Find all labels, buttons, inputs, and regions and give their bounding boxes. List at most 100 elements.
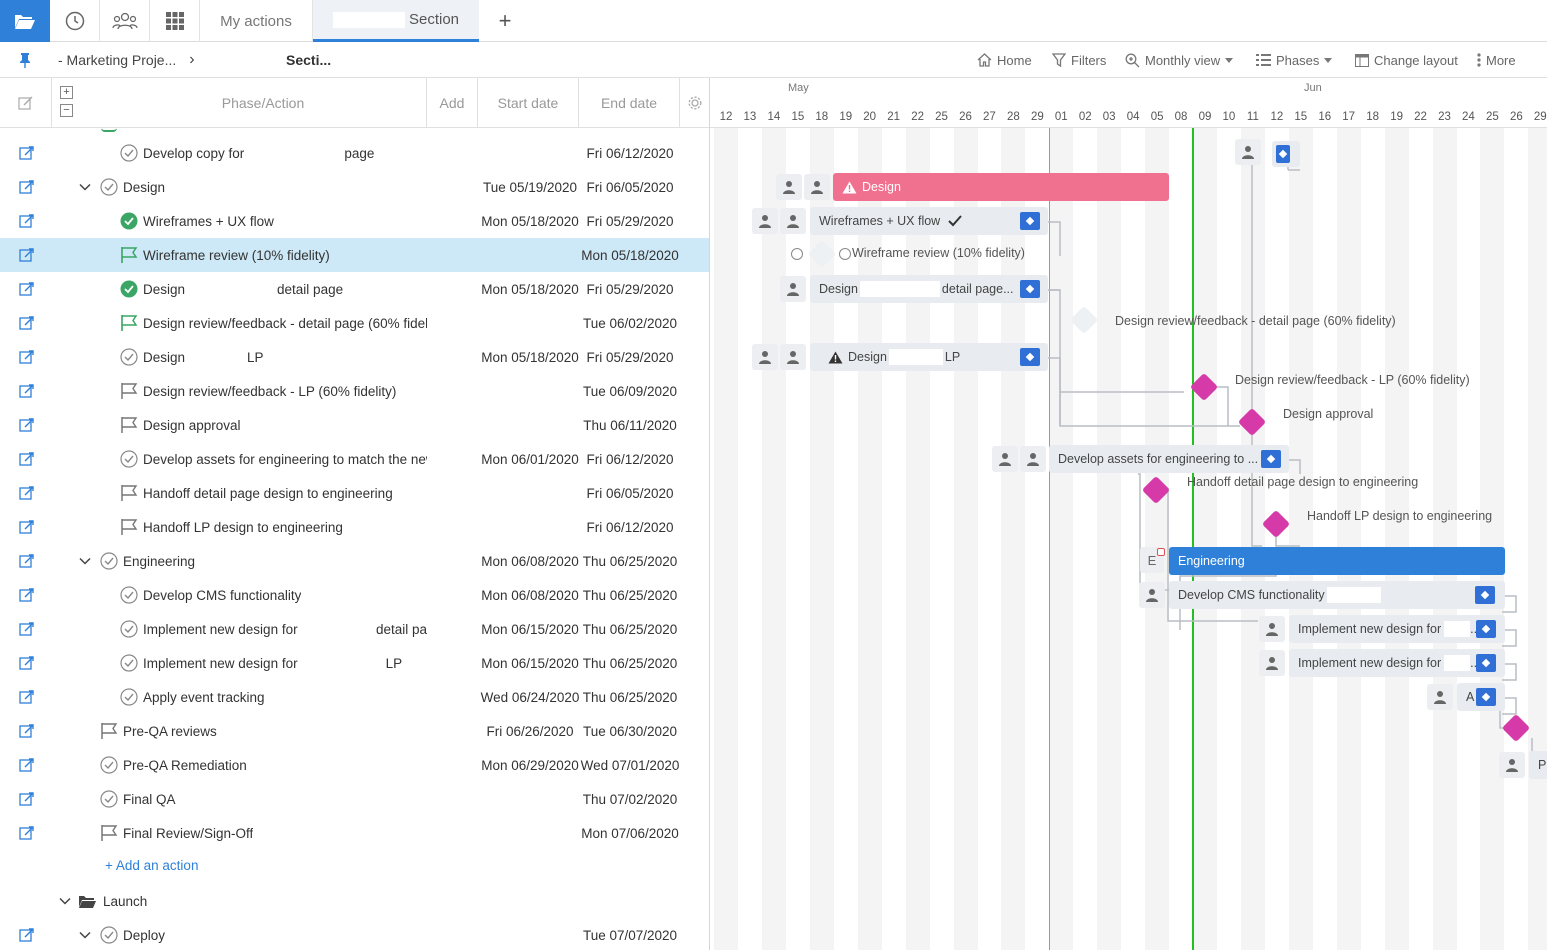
- end-date[interactable]: Tue 06/09/2020: [582, 383, 678, 399]
- action-name-cell[interactable]: Design review/feedback - LP (60% fidelit…: [143, 374, 396, 408]
- edit-icon[interactable]: [19, 179, 35, 195]
- edit-icon[interactable]: [19, 451, 35, 467]
- action-name-cell[interactable]: Develop CMS functionality: [143, 578, 301, 612]
- folder-tab-button[interactable]: [0, 0, 50, 42]
- start-date[interactable]: Mon 06/15/2020: [481, 621, 579, 637]
- action-name-cell[interactable]: Design: [123, 170, 165, 204]
- flag-icon[interactable]: [120, 382, 138, 400]
- end-date[interactable]: Fri 05/29/2020: [586, 213, 674, 229]
- start-date[interactable]: Mon 06/29/2020: [481, 757, 579, 773]
- end-date[interactable]: Mon 07/06/2020: [581, 825, 679, 841]
- gantt-bar-design-detail[interactable]: Design detail page...: [810, 275, 1048, 303]
- start-date[interactable]: Mon 05/18/2020: [481, 281, 579, 297]
- column-settings-button[interactable]: [680, 78, 709, 128]
- gantt-bar-pre-qa-remediation[interactable]: P: [1529, 751, 1547, 779]
- action-name-cell[interactable]: Handoff LP design to engineering: [143, 510, 343, 544]
- end-date[interactable]: Mon 05/18/2020: [581, 247, 679, 263]
- action-name-cell[interactable]: Handoff detail page design to engineerin…: [143, 476, 393, 510]
- tab-section[interactable]: Section: [313, 0, 479, 42]
- edit-icon[interactable]: [19, 315, 35, 331]
- radio-circle-icon[interactable]: [839, 248, 851, 260]
- radio-circle-icon[interactable]: [791, 248, 803, 260]
- start-date[interactable]: Mon 06/08/2020: [481, 553, 579, 569]
- breadcrumb-project[interactable]: - Marketing Proje...: [58, 52, 177, 68]
- edit-icon[interactable]: [19, 927, 35, 943]
- edit-icon[interactable]: [19, 485, 35, 501]
- chevron-down-icon[interactable]: [79, 181, 91, 193]
- check-circle-icon[interactable]: [120, 620, 138, 638]
- assignee-avatar[interactable]: [804, 174, 830, 200]
- check-circle-icon[interactable]: [100, 178, 118, 196]
- check-circle-icon[interactable]: [120, 450, 138, 468]
- action-name-cell[interactable]: Final QA: [123, 782, 176, 816]
- assignee-avatar[interactable]: [1259, 616, 1285, 642]
- filters-button[interactable]: Filters: [1052, 42, 1106, 78]
- action-name-cell[interactable]: Apply event tracking: [143, 680, 265, 714]
- check-circle-icon[interactable]: [120, 144, 138, 162]
- end-date[interactable]: Fri 05/29/2020: [586, 349, 674, 365]
- add-tab-button[interactable]: +: [479, 0, 531, 42]
- edit-icon[interactable]: [19, 281, 35, 297]
- start-date[interactable]: Mon 05/18/2020: [481, 213, 579, 229]
- edit-icon[interactable]: [19, 757, 35, 773]
- gantt-bar-develop-assets[interactable]: Develop assets for engineering to ...: [1049, 445, 1289, 473]
- edit-icon[interactable]: [19, 519, 35, 535]
- edit-icon[interactable]: [19, 825, 35, 841]
- start-date-header[interactable]: Start date: [478, 78, 579, 128]
- start-date[interactable]: [480, 782, 580, 816]
- start-date[interactable]: Mon 06/01/2020: [481, 451, 579, 467]
- assignee-avatar[interactable]: [780, 344, 806, 370]
- add-action-link[interactable]: + Add an action: [105, 858, 199, 873]
- start-date[interactable]: [480, 408, 580, 442]
- action-name-cell[interactable]: Design review/feedback - detail page (60…: [143, 306, 427, 340]
- assignee-avatar[interactable]: [1139, 582, 1165, 608]
- phase-action-header[interactable]: Phase/Action: [100, 78, 427, 128]
- edit-icon[interactable]: [19, 145, 35, 161]
- expand-all-icon[interactable]: +: [60, 86, 73, 99]
- gantt-bar-develop-copy[interactable]: [1272, 141, 1300, 167]
- bar-menu-button[interactable]: [1020, 348, 1040, 366]
- flag-icon[interactable]: [120, 416, 138, 434]
- edit-icon[interactable]: [19, 689, 35, 705]
- assignee-avatar[interactable]: [992, 446, 1018, 472]
- assignee-avatar[interactable]: [1235, 139, 1261, 165]
- apps-tab-button[interactable]: [150, 0, 200, 42]
- more-button[interactable]: More: [1477, 42, 1516, 78]
- gantt-bar-engineering[interactable]: Engineering: [1169, 547, 1505, 575]
- end-date[interactable]: Tue 06/30/2020: [582, 723, 678, 739]
- gantt-bar-wireframes[interactable]: Wireframes + UX flow: [810, 207, 1048, 235]
- end-date[interactable]: Wed 07/01/2020: [580, 757, 680, 773]
- start-date[interactable]: [480, 374, 580, 408]
- check-circle-done-icon[interactable]: [120, 280, 138, 298]
- start-date[interactable]: [480, 476, 580, 510]
- change-layout-button[interactable]: Change layout: [1355, 42, 1458, 78]
- check-circle-icon[interactable]: [100, 926, 118, 944]
- start-date[interactable]: Mon 05/18/2020: [481, 349, 579, 365]
- add-column-header[interactable]: Add: [427, 78, 478, 128]
- assignee-avatar[interactable]: [1259, 650, 1285, 676]
- phases-dropdown[interactable]: Phases: [1256, 42, 1333, 78]
- gantt-bar-design-phase[interactable]: Design: [833, 173, 1169, 201]
- check-circle-icon[interactable]: [120, 586, 138, 604]
- assignee-avatar[interactable]: [1427, 684, 1453, 710]
- collapse-all-icon[interactable]: −: [60, 104, 73, 117]
- end-date[interactable]: Fri 06/05/2020: [586, 179, 674, 195]
- assignee-avatar[interactable]: [780, 276, 806, 302]
- edit-icon[interactable]: [19, 417, 35, 433]
- flag-done-icon[interactable]: [120, 314, 138, 332]
- team-tab-button[interactable]: [100, 0, 150, 42]
- check-circle-icon[interactable]: [100, 552, 118, 570]
- gantt-bar-implement-detail[interactable]: Implement new design for ..: [1289, 615, 1505, 643]
- action-name-cell[interactable]: Final Review/Sign-Off: [123, 816, 253, 850]
- assignee-avatar[interactable]: [780, 208, 806, 234]
- gantt-bar-implement-lp[interactable]: Implement new design for ..: [1289, 649, 1505, 677]
- chevron-down-icon[interactable]: [79, 555, 91, 567]
- action-row[interactable]: Design review/feedback - detail page (60…: [0, 306, 709, 340]
- home-button[interactable]: Home: [977, 42, 1032, 78]
